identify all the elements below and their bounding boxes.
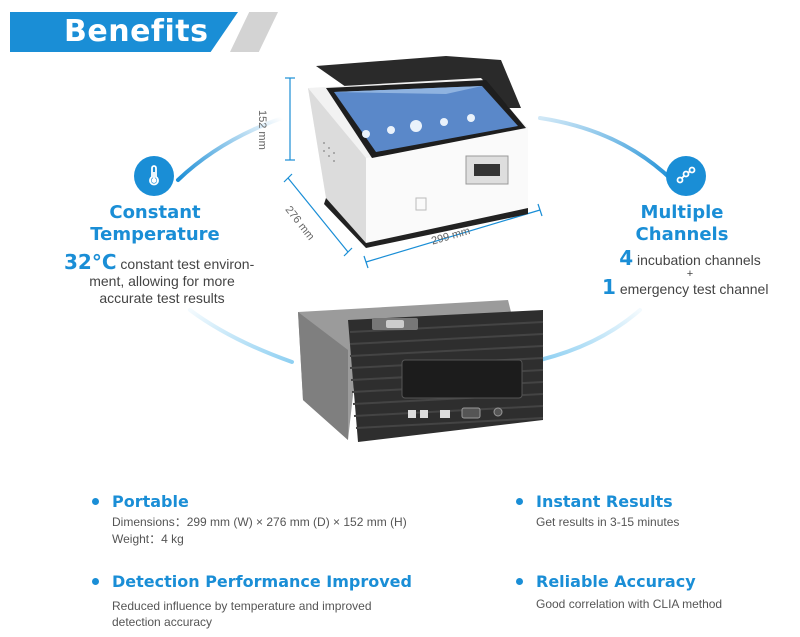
benefit-title: Reliable Accuracy (536, 572, 696, 591)
benefit-text: detection accuracy (112, 615, 213, 629)
emergency-count: 1 (602, 275, 616, 299)
benefit-text: Get results in 3-15 minutes (536, 515, 680, 529)
channels-title: Multiple Channels (635, 202, 729, 245)
analyzer-back-image (298, 300, 544, 442)
benefit-title: Portable (112, 492, 189, 511)
bullet-icon (516, 498, 523, 505)
benefit-title: Instant Results (536, 492, 673, 511)
bullet-icon (92, 498, 99, 505)
channels-icon (666, 156, 706, 196)
temperature-description: 32°C constant test environ- ment, allowi… (64, 250, 255, 306)
bullet-icon (92, 578, 99, 585)
benefit-portable: Portable Dimensions：299 mm (W) × 276 mm … (92, 492, 452, 552)
incubation-count: 4 (619, 246, 634, 270)
benefit-instant-results: Instant Results Get results in 3-15 minu… (516, 492, 776, 532)
height-dimension: 152 mm (256, 110, 268, 150)
bullet-icon (516, 578, 523, 585)
temperature-value: 32°C (64, 250, 117, 274)
benefit-detection-performance: Detection Performance Improved Reduced i… (92, 572, 452, 632)
analyzer-front-image (308, 56, 528, 248)
benefit-text: Reduced influence by temperature and imp… (112, 599, 372, 613)
benefit-text: Good correlation with CLIA method (536, 597, 723, 611)
thermometer-icon (134, 156, 174, 196)
page-title: Benefits (64, 14, 209, 49)
benefit-text: Weight：4 kg (112, 532, 184, 546)
benefit-text: Dimensions：299 mm (W) × 276 mm (D) × 152… (112, 515, 407, 529)
benefit-title: Detection Performance Improved (112, 572, 412, 591)
channels-description: 4 incubation channels + 1 emergency test… (602, 246, 769, 299)
benefit-reliable-accuracy: Reliable Accuracy Good correlation with … (516, 572, 776, 612)
header-banner (10, 12, 238, 52)
temperature-title: Constant Temperature (90, 202, 220, 245)
